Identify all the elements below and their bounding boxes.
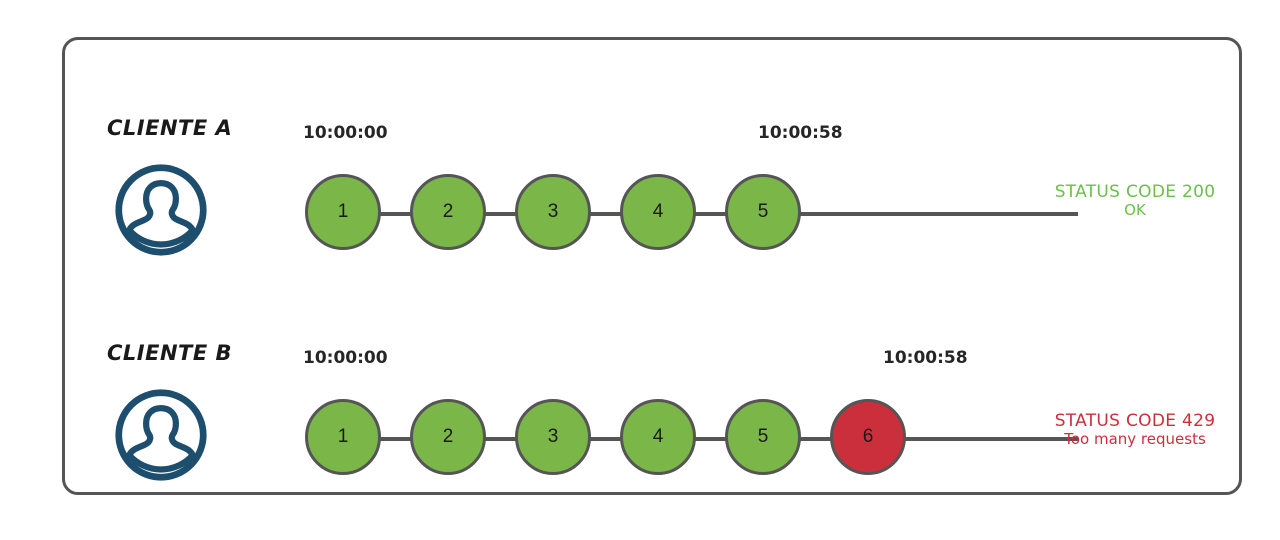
request-node-label: 4 bbox=[652, 201, 664, 222]
status-code-a: STATUS CODE 200 bbox=[1054, 182, 1216, 202]
request-node-label: 5 bbox=[757, 201, 769, 222]
user-avatar-icon bbox=[113, 162, 209, 258]
chain-connector bbox=[799, 437, 832, 441]
status-message-b: Too many requests bbox=[1064, 430, 1206, 449]
diagram-frame: CLIENTE A 10:00:00 10:00:58 1 2 3 4 5 STATUS… bbox=[62, 37, 1242, 495]
chain-connector bbox=[484, 437, 517, 441]
request-node-b-2[interactable]: 2 bbox=[410, 399, 486, 475]
request-node-label: 3 bbox=[547, 426, 559, 447]
chain-connector bbox=[589, 437, 622, 441]
request-node-label: 1 bbox=[337, 426, 349, 447]
status-badge-b: STATUS CODE 429 Too many requests bbox=[1020, 411, 1250, 449]
chain-connector bbox=[694, 212, 727, 216]
request-node-label: 1 bbox=[337, 201, 349, 222]
request-node-b-6[interactable]: 6 bbox=[830, 399, 906, 475]
request-node-b-4[interactable]: 4 bbox=[620, 399, 696, 475]
chain-connector bbox=[484, 212, 517, 216]
request-node-label: 5 bbox=[757, 426, 769, 447]
timestamp-end-a: 10:00:58 bbox=[758, 123, 843, 143]
chain-tail bbox=[799, 212, 1078, 216]
chain-connector bbox=[694, 437, 727, 441]
client-label-a: CLIENTE A bbox=[107, 116, 233, 140]
timestamp-end-b: 10:00:58 bbox=[883, 348, 968, 368]
status-code-b: STATUS CODE 429 bbox=[1054, 411, 1216, 431]
status-message-a: OK bbox=[1124, 201, 1146, 220]
request-node-a-4[interactable]: 4 bbox=[620, 174, 696, 250]
request-node-b-1[interactable]: 1 bbox=[305, 399, 381, 475]
chain-tail bbox=[904, 437, 1078, 441]
request-node-label: 3 bbox=[547, 201, 559, 222]
client-label-b: CLIENTE B bbox=[107, 341, 233, 365]
user-avatar-icon bbox=[113, 387, 209, 483]
request-node-a-2[interactable]: 2 bbox=[410, 174, 486, 250]
timestamp-start-a: 10:00:00 bbox=[303, 123, 388, 143]
timestamp-start-b: 10:00:00 bbox=[303, 348, 388, 368]
request-node-a-5[interactable]: 5 bbox=[725, 174, 801, 250]
request-node-a-1[interactable]: 1 bbox=[305, 174, 381, 250]
chain-connector bbox=[589, 212, 622, 216]
request-node-b-3[interactable]: 3 bbox=[515, 399, 591, 475]
chain-connector bbox=[379, 212, 412, 216]
request-node-label: 6 bbox=[862, 426, 874, 447]
client-row-b: CLIENTE B 10:00:00 10:00:58 1 2 3 4 5 6 STATU… bbox=[65, 303, 1239, 528]
chain-connector bbox=[379, 437, 412, 441]
client-row-a: CLIENTE A 10:00:00 10:00:58 1 2 3 4 5 STATUS… bbox=[65, 78, 1239, 303]
request-node-label: 2 bbox=[442, 201, 454, 222]
request-node-label: 4 bbox=[652, 426, 664, 447]
request-node-a-3[interactable]: 3 bbox=[515, 174, 591, 250]
request-node-label: 2 bbox=[442, 426, 454, 447]
request-node-b-5[interactable]: 5 bbox=[725, 399, 801, 475]
status-badge-a: STATUS CODE 200 OK bbox=[1020, 182, 1250, 220]
